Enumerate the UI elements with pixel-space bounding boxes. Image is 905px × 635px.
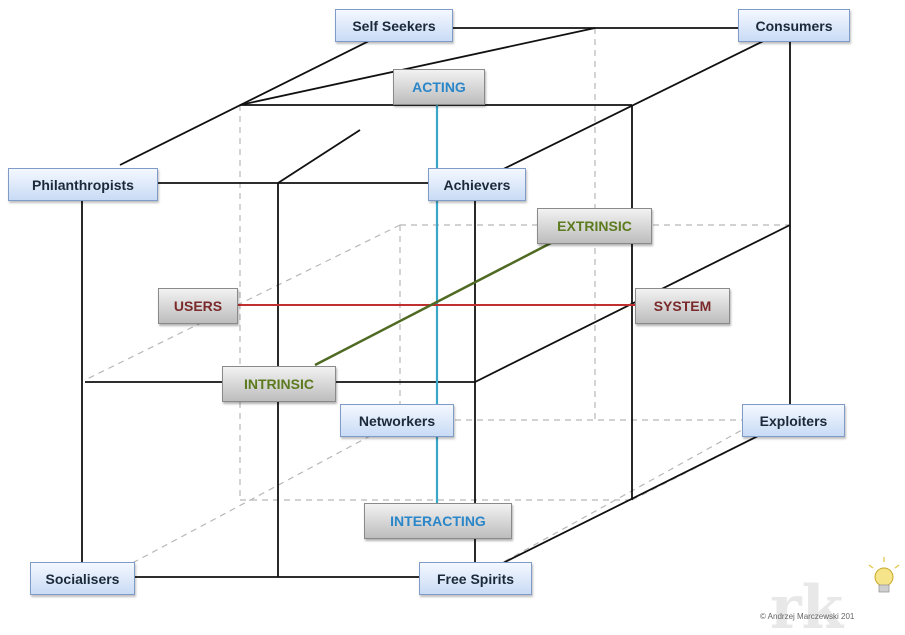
node-exploiters: Exploiters bbox=[742, 404, 845, 437]
axis-label-intrinsic: INTRINSIC bbox=[222, 366, 336, 402]
node-networkers: Networkers bbox=[340, 404, 454, 437]
axis-label-extrinsic: EXTRINSIC bbox=[537, 208, 652, 244]
axis-label-acting: ACTING bbox=[393, 69, 485, 105]
node-consumers: Consumers bbox=[738, 9, 850, 42]
cube-edges bbox=[81, 27, 791, 578]
node-socialisers: Socialisers bbox=[30, 562, 135, 595]
node-philanthropists: Philanthropists bbox=[8, 168, 158, 201]
axis-label-system: SYSTEM bbox=[635, 288, 730, 324]
node-free-spirits: Free Spirits bbox=[419, 562, 532, 595]
lightbulb-logo bbox=[868, 557, 900, 593]
copyright-credit: © Andrzej Marczewski 201 bbox=[760, 612, 855, 621]
intrinsic-extrinsic-axis bbox=[314, 226, 581, 367]
watermark: rk bbox=[770, 573, 845, 635]
axis-label-interacting: INTERACTING bbox=[364, 503, 512, 539]
node-self-seekers: Self Seekers bbox=[335, 9, 453, 42]
axis-label-users: USERS bbox=[158, 288, 238, 324]
node-achievers: Achievers bbox=[428, 168, 526, 201]
